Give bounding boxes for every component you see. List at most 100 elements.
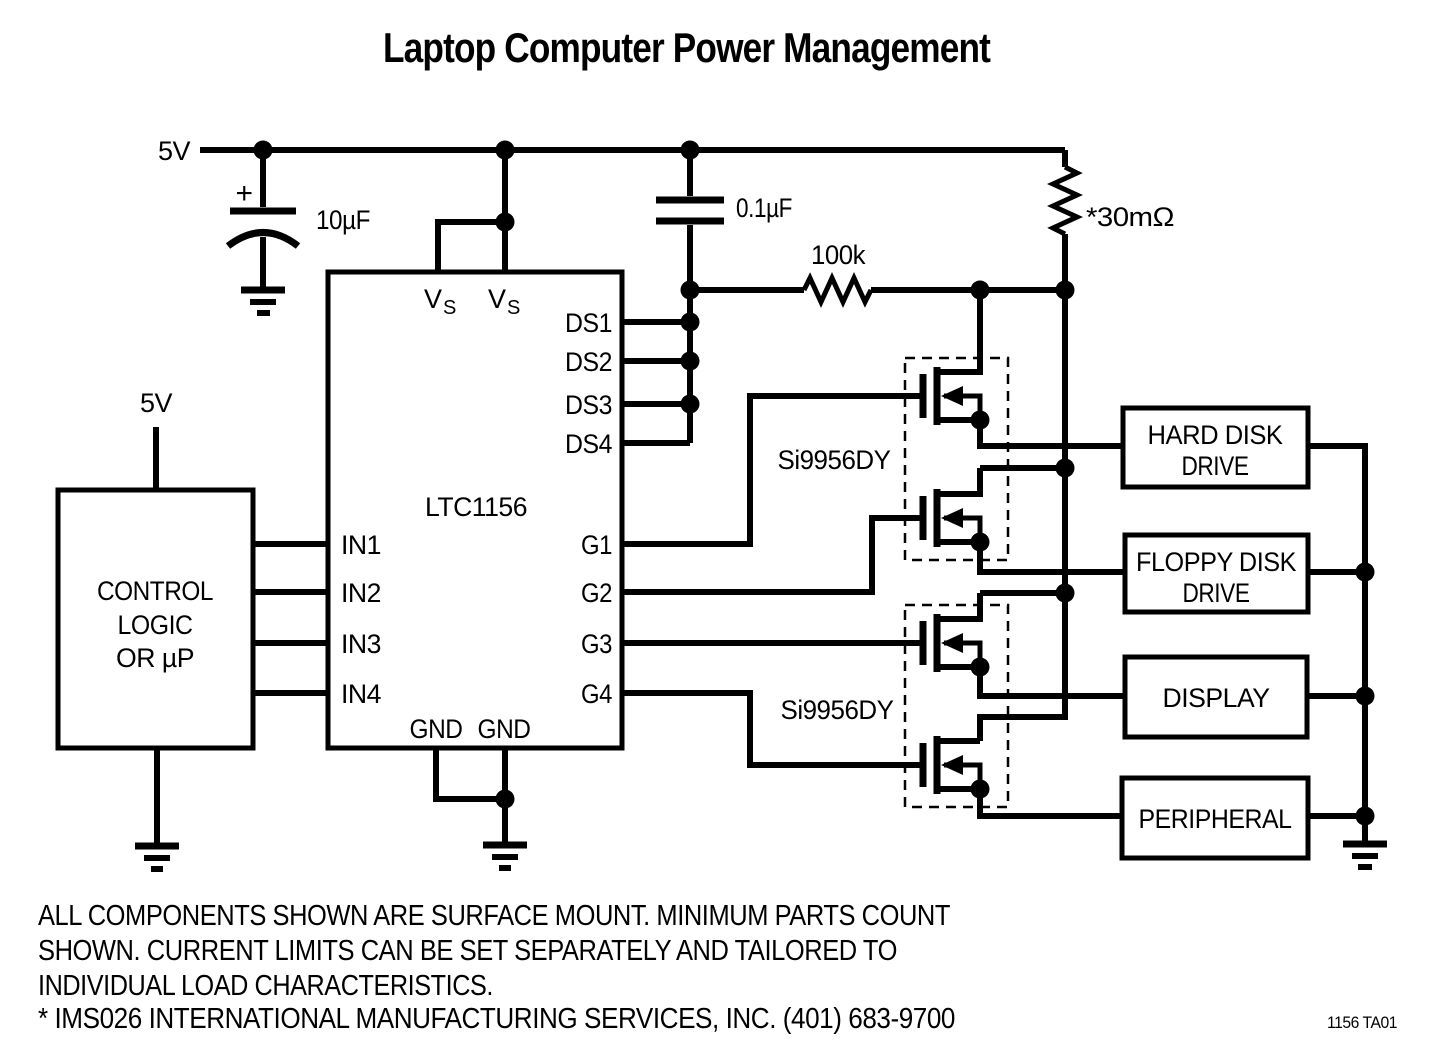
- bypass-capacitor: 0.1µF: [656, 150, 793, 290]
- mosfet-q3: [919, 590, 1125, 699]
- ic-pin-in4: IN4: [341, 679, 381, 709]
- sense-resistor-30m: *30mΩ: [1046, 150, 1175, 290]
- ic-pin-ds1: DS1: [565, 308, 612, 338]
- q3-drain-lead: [938, 590, 1065, 622]
- in-signal-wires: [253, 541, 328, 696]
- g1-gate-route: [622, 393, 921, 547]
- ic-ltc1156: LTC1156 V S V S DS1 DS2 DS3 DS4 G1 G2 G3…: [325, 269, 625, 751]
- ic-pin-label-vs1: V S: [424, 284, 457, 319]
- fdd-label-line1: FLOPPY DISK: [1136, 547, 1296, 577]
- ic-pin-in2: IN2: [341, 578, 381, 608]
- ic-pin-in1: IN1: [341, 530, 381, 560]
- q3-body-arrow-icon: [941, 633, 963, 653]
- junction-dot: [1055, 583, 1075, 603]
- ground-symbol-loads: [1343, 840, 1387, 870]
- q4-source-route: [977, 789, 1122, 819]
- q2-drain-lead: [938, 465, 1065, 497]
- junction-dot: [1055, 280, 1075, 300]
- q3-source-route: [977, 667, 1125, 699]
- note-line-4: * IMS026 INTERNATIONAL MANUFACTURING SER…: [38, 1003, 955, 1035]
- junction-dot: [1355, 562, 1375, 582]
- control-5v-label: 5V: [140, 388, 173, 418]
- ic-pin-ds3: DS3: [565, 390, 612, 420]
- mosfet-pair2-outline: [903, 603, 1010, 809]
- note-line-1: ALL COMPONENTS SHOWN ARE SURFACE MOUNT. …: [38, 900, 951, 932]
- pullup-value: 100k: [811, 240, 866, 270]
- q1-drain-lead: [938, 290, 983, 375]
- ground-symbol-ic: [483, 841, 527, 871]
- bypass-cap-value: 0.1µF: [736, 193, 792, 223]
- ic-pin-g4: G4: [581, 679, 612, 709]
- junction-dot: [495, 789, 515, 809]
- sense-value: *30mΩ: [1086, 202, 1174, 232]
- g4-gate-route: [622, 690, 921, 768]
- junction-dot: [680, 312, 700, 332]
- control-label-line2: LOGIC: [118, 610, 193, 640]
- ic-pin-ds2: DS2: [565, 347, 612, 377]
- load-peripheral: PERIPHERAL: [1119, 775, 1311, 861]
- ic-pin-gnd1: GND: [410, 714, 463, 744]
- junction-dot: [970, 410, 990, 430]
- ic-name: LTC1156: [425, 492, 527, 522]
- figure-id: 1156 TA01: [1327, 1013, 1397, 1032]
- q1-body-arrow-icon: [941, 386, 963, 406]
- g2-gate-route: [622, 515, 921, 595]
- bulk-cap-plate-curved: [225, 229, 301, 249]
- mosfet-pair-1: Si9956DY: [778, 290, 1125, 575]
- junction-dot: [1055, 458, 1075, 478]
- ic-body: [325, 269, 625, 751]
- load-return-bus: [1308, 443, 1387, 870]
- ic-pin-g2: G2: [581, 578, 612, 608]
- note-line-3: INDIVIDUAL LOAD CHARACTERISTICS.: [38, 970, 493, 1002]
- control-label-line1: CONTROL: [97, 576, 213, 606]
- vs1-main: V: [424, 284, 442, 314]
- mosfet-pair-2: Si9956DY: [781, 590, 1125, 819]
- ic-pin-label-vs2: V S: [488, 284, 521, 319]
- mosfet-pair1-outline: [903, 356, 1010, 562]
- hdd-label-line2: DRIVE: [1182, 451, 1249, 481]
- ic-gnd-wires: [433, 748, 508, 845]
- bulk-capacitor: + 10µF: [225, 150, 371, 316]
- ic-pin-gnd2: GND: [478, 714, 531, 744]
- load-hard-disk-drive: HARD DISK DRIVE: [1120, 405, 1311, 490]
- ic-pin-in3: IN3: [341, 629, 381, 659]
- vs-supply-wire: [435, 150, 508, 272]
- load-display: DISPLAY: [1122, 654, 1310, 740]
- power-rail-5v: 5V: [158, 136, 1065, 166]
- control-logic-block: 5V CONTROL LOGIC OR µP: [55, 388, 328, 872]
- junction-dot: [1355, 806, 1375, 826]
- junction-dot: [680, 351, 700, 371]
- ground-symbol-bulk-cap: [241, 286, 285, 316]
- mosfet-q4: [919, 736, 1122, 819]
- drain-supply-bus: [977, 290, 1068, 741]
- bulk-cap-polarity: +: [235, 177, 252, 210]
- sense-zigzag: [1046, 164, 1084, 237]
- ic-ground-net: [433, 748, 527, 871]
- ground-symbol-control: [135, 842, 179, 872]
- junction-dot: [495, 140, 515, 160]
- vs1-sub: S: [443, 297, 456, 319]
- display-box: [1122, 654, 1310, 740]
- junction-dot: [680, 280, 700, 300]
- junction-dot: [970, 657, 990, 677]
- vs2-sub: S: [507, 297, 520, 319]
- return-bus-wire: [1308, 443, 1368, 844]
- junction-dot: [970, 280, 990, 300]
- junction-dot: [495, 212, 515, 232]
- rail-5v-label: 5V: [158, 136, 191, 166]
- ic-pin-g1: G1: [581, 530, 612, 560]
- mosfet-q2: [919, 465, 1125, 575]
- pullup-zigzag: [801, 271, 874, 309]
- notes-block: ALL COMPONENTS SHOWN ARE SURFACE MOUNT. …: [38, 900, 956, 1035]
- note-line-2: SHOWN. CURRENT LIMITS CAN BE SET SEPARAT…: [38, 935, 897, 967]
- junction-dot: [1355, 686, 1375, 706]
- junction-dot: [253, 140, 273, 160]
- ic-pin-g3: G3: [581, 629, 612, 659]
- load-floppy-disk-drive: FLOPPY DISK DRIVE: [1122, 532, 1311, 615]
- junction-dot: [680, 394, 700, 414]
- q2-body-arrow-icon: [941, 508, 963, 528]
- hdd-label-line1: HARD DISK: [1148, 420, 1283, 450]
- vs2-main: V: [488, 284, 506, 314]
